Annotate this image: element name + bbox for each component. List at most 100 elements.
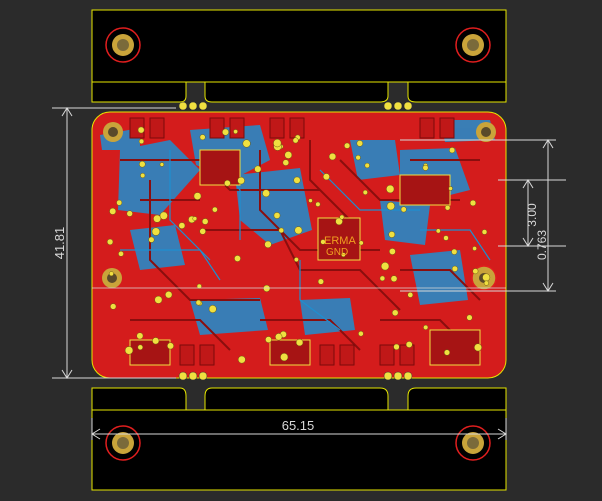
via [106,238,114,246]
via [294,226,303,235]
dimension-height-label: 41.81 [52,227,67,260]
via [451,265,458,272]
via [423,324,429,330]
via [358,330,364,337]
via [405,341,413,348]
via [344,142,351,149]
dimension-small-height[interactable] [400,139,556,292]
via [449,147,456,154]
via [284,151,293,159]
via [222,128,229,136]
via [124,346,134,355]
via [192,216,198,221]
via [196,283,202,289]
breakaway-tab-top-right[interactable] [407,81,507,103]
via [472,268,479,275]
via [362,189,368,195]
via [435,228,441,234]
via [469,199,477,207]
via [322,173,330,181]
via [341,252,346,258]
ic-u6[interactable] [429,329,481,366]
via [315,201,321,207]
via [152,337,160,345]
panel-rail-top[interactable] [91,9,507,83]
via [242,139,251,148]
via [110,303,117,310]
via [237,355,246,364]
rail-mounting-hole-bottom-left[interactable] [105,425,141,461]
via [482,273,491,282]
via [474,343,482,352]
breakaway-tab-bottom-left[interactable] [91,387,187,411]
via [380,262,390,271]
via [118,250,124,257]
breakaway-tab-top-left[interactable] [91,81,187,103]
via [167,342,174,350]
via [262,189,270,198]
via [138,138,145,145]
breakaway-tab-bottom-center[interactable] [204,387,389,411]
ic-u3[interactable] [199,149,241,186]
via [199,228,206,235]
breakaway-tab-top-center[interactable] [204,81,389,103]
via [393,343,400,351]
board-hole-mid-left[interactable] [102,268,122,288]
rail-mounting-hole-top-right[interactable] [455,27,491,63]
breakaway-tab-bottom-right[interactable] [407,387,507,411]
rail-mounting-hole-bottom-right[interactable] [455,425,491,461]
via [293,257,299,263]
via [358,240,364,246]
via [448,186,453,191]
dimension-width[interactable] [91,418,507,440]
edge-pads-bottom [179,344,415,366]
dimension-small-width-label: 3.00 [525,203,539,227]
via [355,154,361,161]
panel-rail-bottom[interactable] [91,409,507,491]
mouse-bite-vias [178,101,413,381]
via [388,231,396,238]
via [317,278,324,285]
via [320,239,326,245]
rail-mounting-hole-top-left[interactable] [105,27,141,63]
via [328,152,337,161]
via [483,280,489,286]
via [278,227,285,234]
dimension-small-width[interactable] [498,179,566,247]
via [237,176,245,185]
via [356,140,364,147]
via [273,212,281,219]
via [208,305,217,313]
ic-u4[interactable] [129,339,171,366]
via [379,275,386,282]
via [153,214,162,223]
via [443,349,451,356]
dimension-height[interactable] [52,107,176,379]
via [178,222,186,229]
via [154,295,163,304]
via [443,235,449,241]
via [234,255,241,262]
via [201,218,209,225]
board-hole-top-left[interactable] [103,122,123,142]
via-field [106,126,491,364]
via [109,207,117,215]
pcb-board[interactable]: ERMA GND [91,111,507,379]
via [391,309,399,317]
via [339,214,345,220]
via [108,271,114,277]
via [139,160,146,168]
via [137,126,145,134]
via [472,246,477,251]
via [136,332,144,340]
board-hole-top-right[interactable] [476,122,496,142]
via [151,227,161,236]
dimension-small-height-label: 0.763 [535,230,549,260]
ic-u2[interactable] [399,174,451,206]
ic-u5[interactable] [269,339,311,366]
via [292,137,299,144]
dimension-width-label: 65.15 [282,418,315,433]
via [444,204,451,211]
